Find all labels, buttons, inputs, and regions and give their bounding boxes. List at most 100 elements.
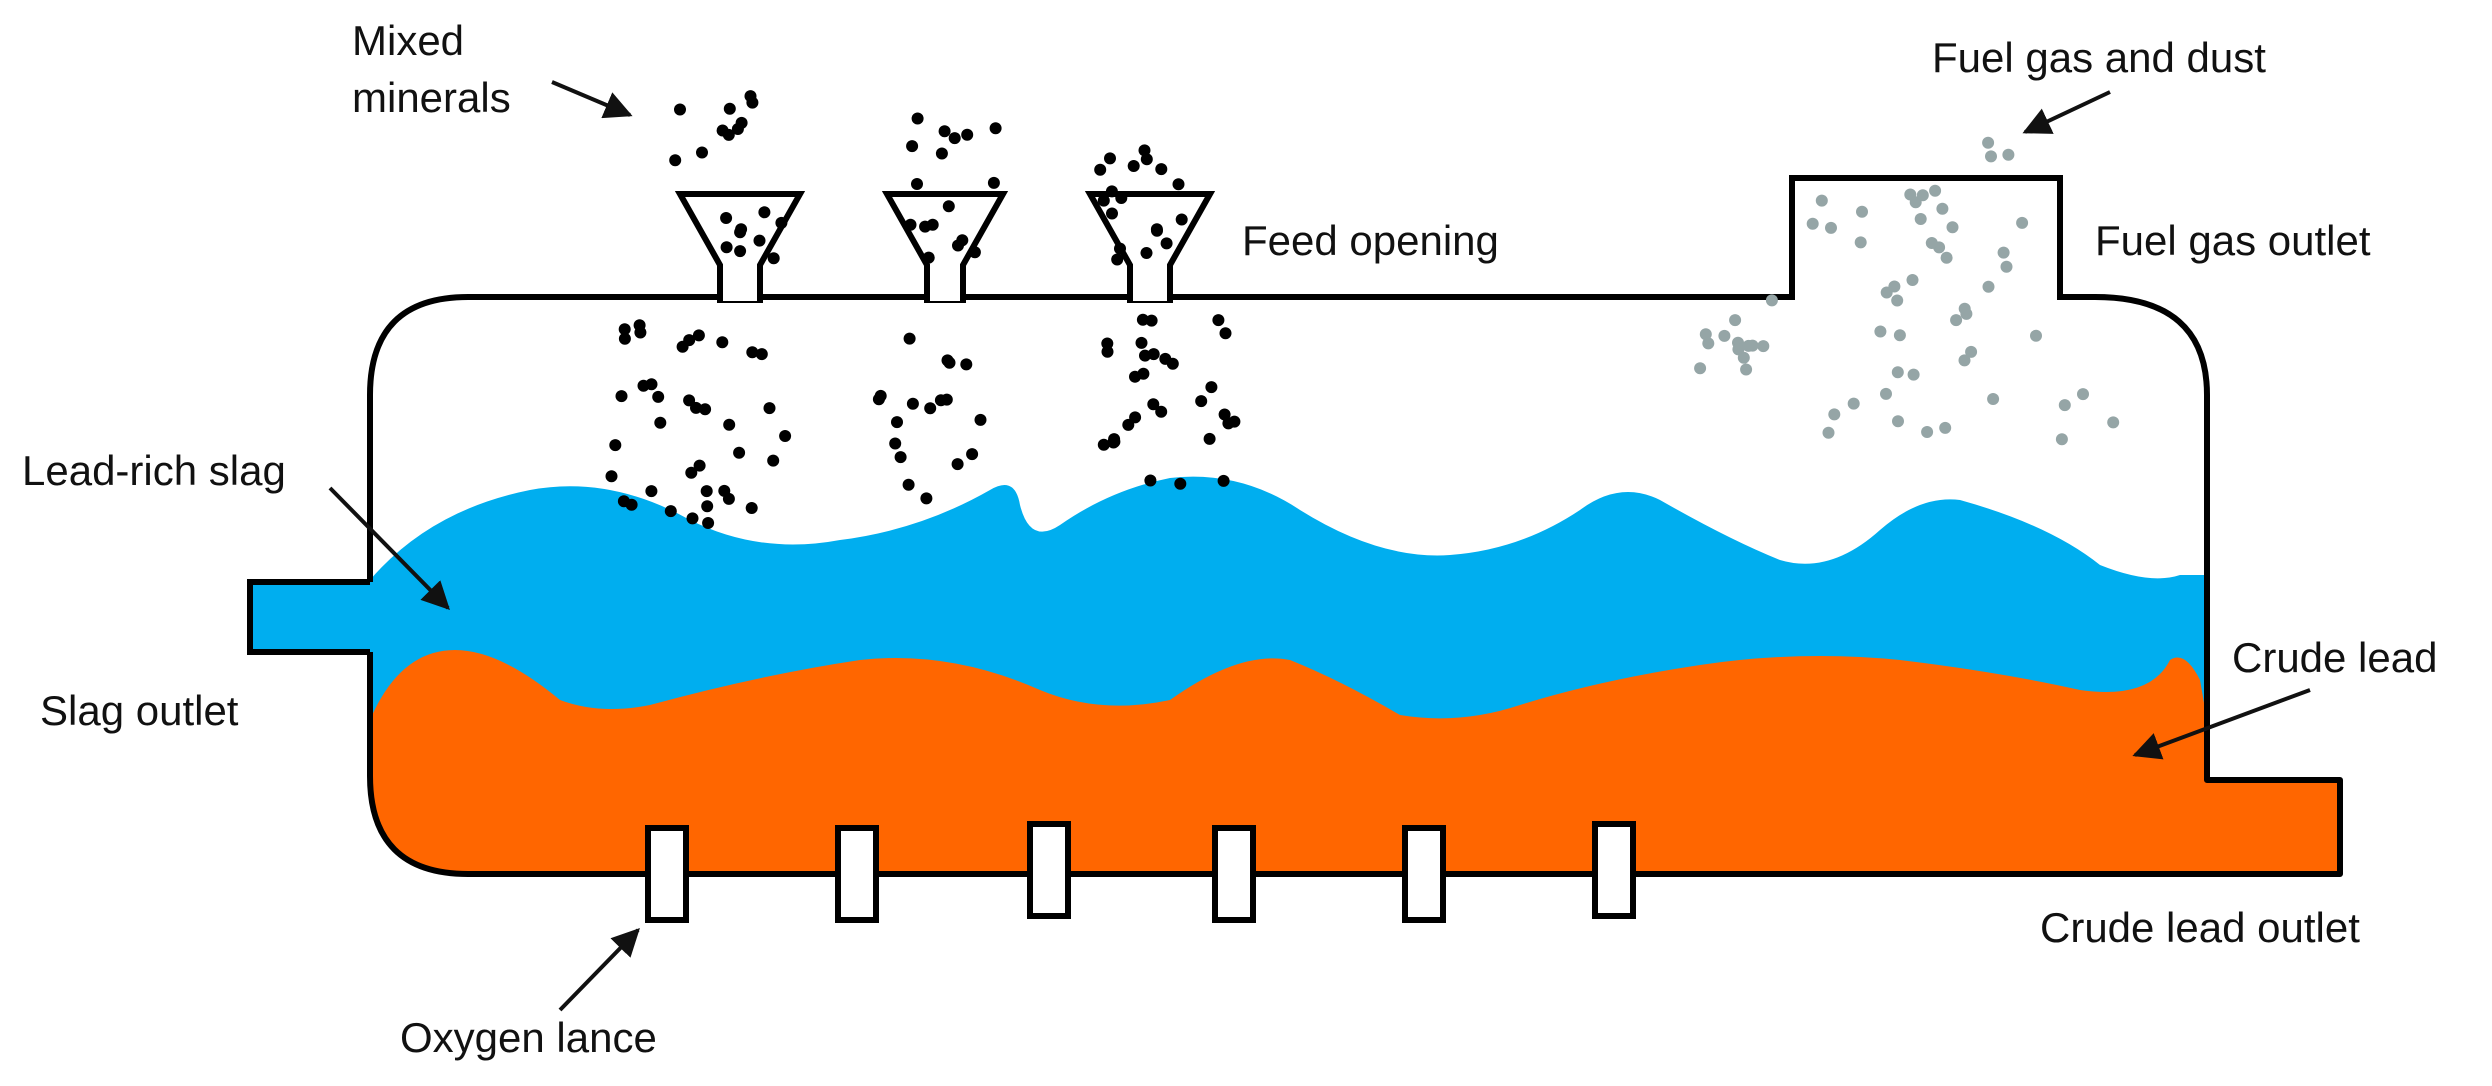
mineral-particle <box>731 123 744 135</box>
dust-particle <box>1822 426 1835 439</box>
mineral-particle <box>891 416 903 429</box>
dust-particle <box>1939 421 1952 434</box>
dust-particle <box>1936 202 1949 215</box>
label-fuel-gas-and-dust: Fuel gas and dust <box>1932 34 2266 81</box>
mineral-particle <box>919 220 932 233</box>
mineral-particle <box>700 485 713 498</box>
mineral-particle <box>716 336 729 349</box>
label-oxygen-lance: Oxygen lance <box>400 1014 657 1061</box>
lance-nozzle-icon <box>1212 825 1256 923</box>
slag-outlet-pipe <box>250 582 372 652</box>
dust-particle <box>2016 216 2029 229</box>
dust-particle <box>1946 221 1959 234</box>
mineral-particle <box>1228 415 1241 428</box>
dust-particle <box>1891 366 1904 379</box>
mineral-particle <box>758 206 771 219</box>
mineral-particle <box>767 252 780 265</box>
mineral-particle <box>1136 313 1149 326</box>
mineral-particle <box>696 146 708 159</box>
mineral-particle <box>645 485 658 498</box>
mineral-particle <box>723 418 736 431</box>
mineral-particle <box>1205 381 1218 394</box>
mineral-particle <box>872 393 885 406</box>
dust-particle <box>1893 329 1906 342</box>
dust-particle <box>1982 280 1995 293</box>
dust-particle <box>2055 433 2068 446</box>
mineral-particle <box>1155 405 1168 418</box>
mineral-particle <box>618 323 631 336</box>
mineral-particle <box>1217 474 1230 487</box>
dust-particle <box>1856 205 1868 218</box>
mineral-particle <box>637 379 650 392</box>
mineral-particle <box>767 454 780 467</box>
mineral-particle <box>1139 349 1151 362</box>
furnace-body-outline <box>367 294 2343 877</box>
mineral-particle <box>716 124 729 137</box>
mineral-particle <box>1195 395 1208 408</box>
mineral-particle <box>745 502 758 514</box>
mineral-particle <box>718 484 731 497</box>
dust-particle <box>2058 399 2071 412</box>
mineral-particle <box>746 96 759 109</box>
dust-particle <box>1958 354 1971 367</box>
dust-particle <box>1815 194 1828 207</box>
mineral-particle <box>1166 357 1179 370</box>
mineral-particle <box>733 446 746 459</box>
dust-particle <box>1907 368 1920 381</box>
mineral-particle <box>1105 185 1118 198</box>
dust-particle <box>1958 302 1971 315</box>
mineral-particle <box>942 200 955 213</box>
mineral-particle <box>1104 152 1116 165</box>
mineral-particle <box>1097 438 1110 451</box>
mineral-particle <box>903 332 916 345</box>
dust-particle <box>1825 221 1837 234</box>
mineral-particle <box>974 413 987 426</box>
mineral-particle <box>902 478 915 491</box>
mineral-particle <box>1115 192 1128 204</box>
mineral-particle <box>734 245 747 258</box>
dust-particle <box>1985 150 1997 163</box>
mineral-particle <box>693 459 706 472</box>
mineral-particle <box>1108 433 1121 446</box>
mixed-mineral-particles <box>605 90 1241 529</box>
lance-nozzle-icon <box>1592 821 1636 919</box>
mineral-particle <box>1203 432 1216 445</box>
mineral-particle <box>763 402 776 415</box>
dust-particle <box>1921 426 1934 438</box>
mineral-particle <box>1175 213 1188 226</box>
arrow-icon <box>551 80 633 119</box>
dust-particle <box>1987 393 2000 405</box>
dust-particle <box>1699 328 1712 341</box>
mineral-particle <box>685 466 698 479</box>
dust-particle <box>1847 397 1860 410</box>
mineral-particle <box>625 498 638 511</box>
mineral-particle <box>989 122 1002 135</box>
mineral-particle <box>889 437 902 450</box>
dust-particle <box>1997 246 2010 259</box>
dust-particle <box>1740 363 1753 376</box>
mineral-particle <box>922 251 935 264</box>
mineral-particle <box>1097 194 1110 207</box>
mineral-particle <box>664 505 677 518</box>
label-lead-rich-slag: Lead-rich slag <box>22 447 286 494</box>
mineral-particle <box>1094 163 1107 176</box>
mineral-particle <box>1212 314 1225 327</box>
mineral-particle <box>1137 367 1150 380</box>
mineral-particle <box>1111 253 1124 266</box>
mineral-particle <box>618 332 631 345</box>
dust-particle <box>1906 274 1919 286</box>
mineral-particle <box>692 329 705 342</box>
mineral-particle <box>702 517 715 529</box>
dust-particle <box>1914 213 1927 225</box>
mineral-particle <box>1145 314 1158 327</box>
mineral-particle <box>723 102 736 115</box>
mineral-particle <box>911 112 924 125</box>
mineral-particle <box>1147 398 1160 411</box>
label-crude-lead-outlet: Crude lead outlet <box>2040 904 2360 951</box>
dust-particle <box>1965 345 1978 358</box>
mineral-particle <box>920 492 933 505</box>
mineral-particle <box>753 234 766 247</box>
mineral-particle <box>720 241 733 254</box>
mineral-particle <box>906 140 919 153</box>
dust-particle <box>1940 251 1953 264</box>
